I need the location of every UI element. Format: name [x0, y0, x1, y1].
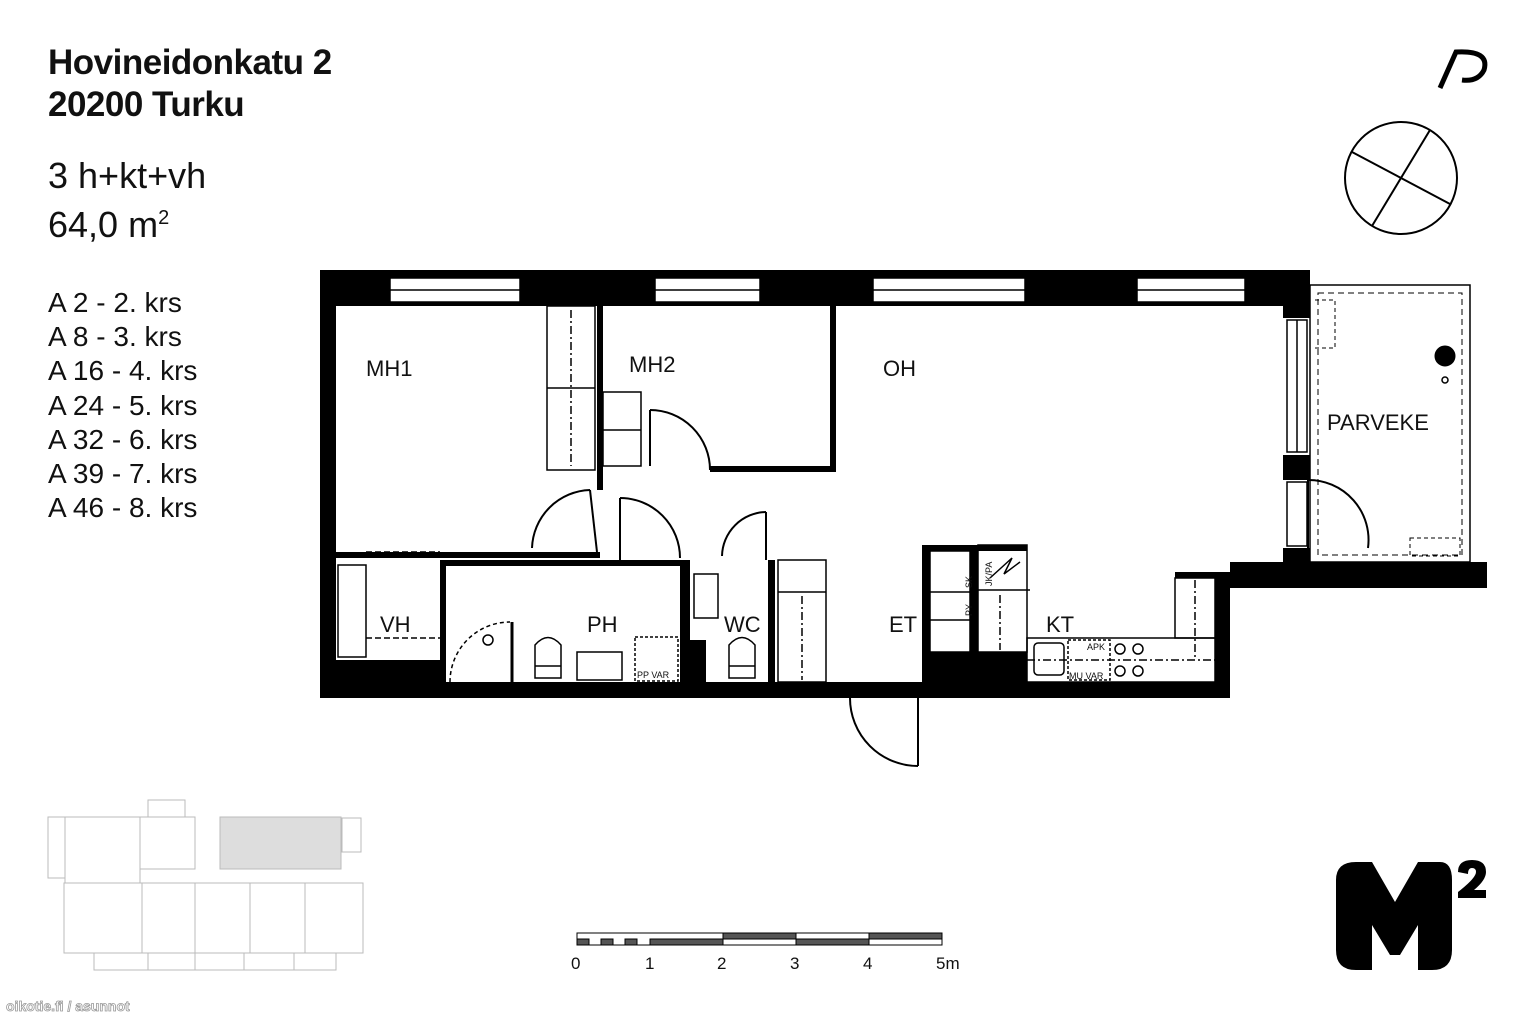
scale-bar: [576, 932, 943, 946]
scale-tick: 5m: [936, 954, 960, 973]
unit-item: A 46 - 8. krs: [48, 492, 198, 524]
unit-item: A 16 - 4. krs: [48, 355, 198, 387]
scale-tick: 0: [571, 954, 580, 973]
area-value: 64,0 m: [48, 204, 159, 245]
key-plan: [47, 799, 364, 971]
apartment-type: 3 h+kt+vh: [48, 155, 207, 196]
address: Hovineidonkatu 2 20200 Turku: [48, 42, 332, 126]
balcony: [1309, 284, 1471, 563]
fixture-label-jkpa: JK/PA: [984, 562, 994, 586]
scale-tick: 2: [717, 954, 726, 973]
room-label-kt: KT: [1046, 612, 1074, 637]
watermark: oikotie.fi / asunnot: [6, 998, 130, 1015]
unit-item: A 8 - 3. krs: [48, 321, 182, 353]
room-label-parveke: PARVEKE: [1327, 410, 1429, 435]
room-label-mh2: MH2: [629, 352, 675, 377]
room-label-wc: WC: [724, 612, 761, 637]
unit-item: A 2 - 2. krs: [48, 287, 182, 318]
unit-item: A 39 - 7. krs: [48, 458, 198, 490]
fixture-label-py: PY: [964, 604, 974, 616]
scale-tick: 3: [790, 954, 799, 973]
doors: [531, 409, 1370, 767]
room-label-mh1: MH1: [366, 356, 412, 381]
fixture-label-apk: APK: [1087, 642, 1105, 652]
apartment-info: 3 h+kt+vh 64,0 m2: [48, 155, 206, 246]
address-city: 20200 Turku: [48, 85, 245, 124]
scale-tick: 1: [645, 954, 654, 973]
windows: [389, 277, 1308, 547]
north-arrow-icon: [1437, 49, 1488, 90]
scale-tick: 4: [863, 954, 872, 973]
fixture-label-sk: SK: [964, 576, 974, 588]
compass-icon: [1344, 121, 1458, 235]
kitchen-counter: [1026, 577, 1216, 683]
unit-item: A 24 - 5. krs: [48, 389, 198, 421]
area-unit-sup: 2: [158, 207, 170, 229]
unit-item: A 32 - 6. krs: [48, 423, 198, 455]
room-label-ph: PH: [587, 612, 618, 637]
fixture-label-pp-var: PP VAR: [637, 670, 670, 680]
unit-list: A 2 - 2. krs A 8 - 3. krs A 16 - 4. krs …: [48, 286, 197, 525]
room-label-oh: OH: [883, 356, 916, 381]
address-street: Hovineidonkatu 2: [48, 43, 332, 82]
apartment-area: 64,0 m2: [48, 197, 206, 246]
fixture-label-mu-var: MU VAR: [1069, 671, 1104, 681]
m2-logo: [1336, 860, 1486, 970]
room-label-vh: VH: [380, 612, 411, 637]
wardrobes: [337, 305, 1030, 683]
room-label-et: ET: [889, 612, 917, 637]
bathroom-fixtures: [449, 573, 756, 683]
